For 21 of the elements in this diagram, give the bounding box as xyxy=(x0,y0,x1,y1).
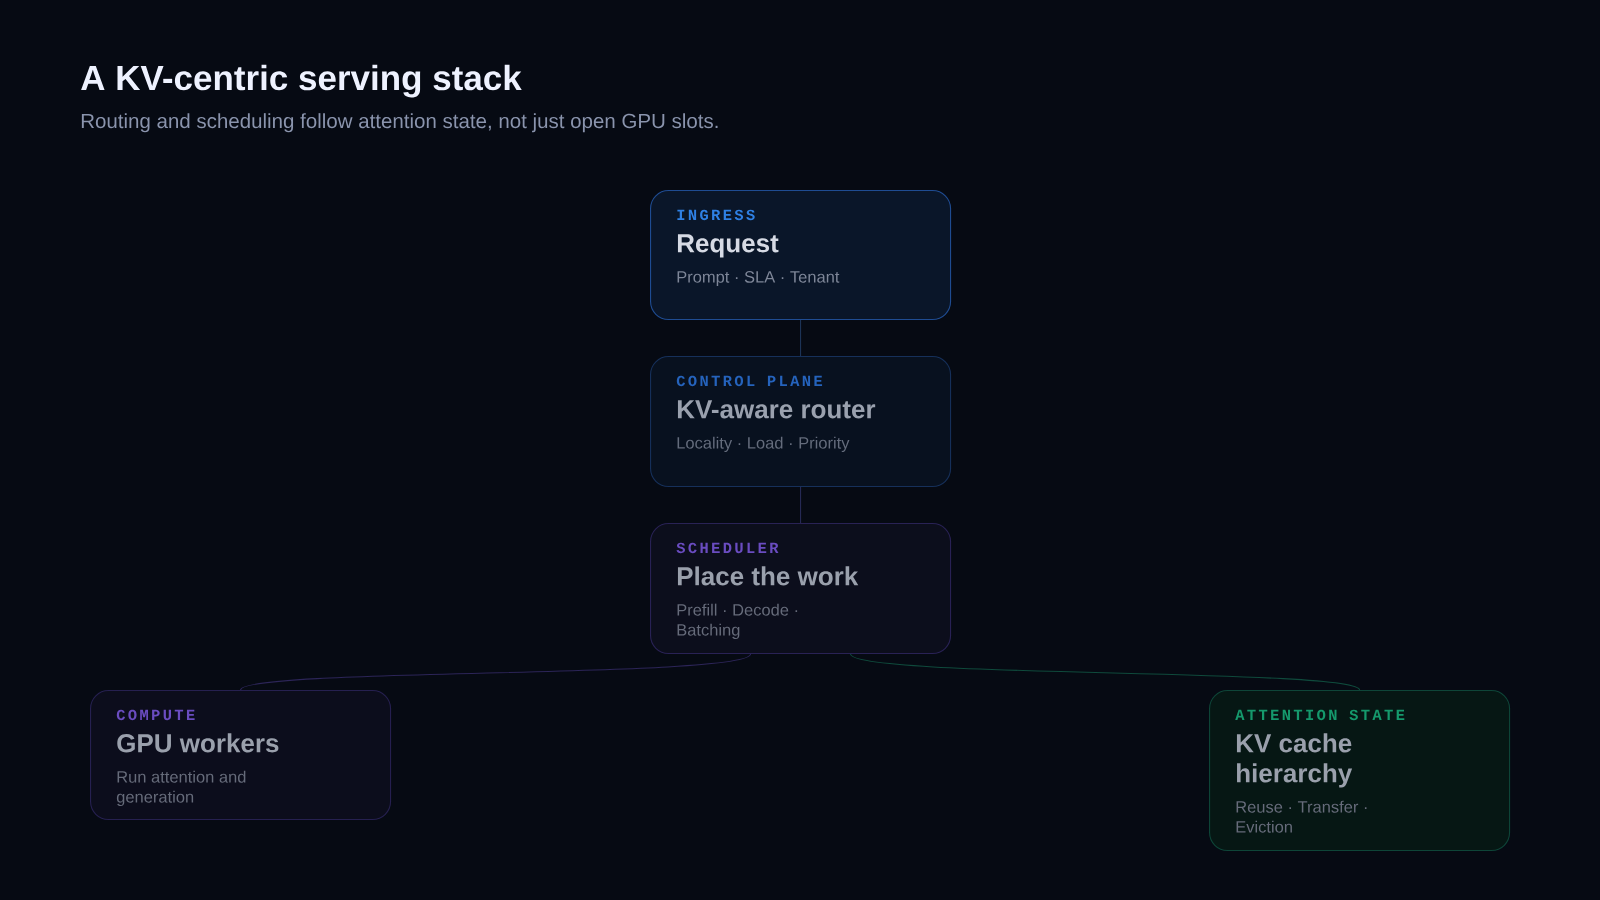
card-description: Reuse · Transfer · Eviction xyxy=(1236,800,1367,833)
category-label: COMPUTE xyxy=(116,709,195,721)
card-description: Run attention and generation xyxy=(116,770,246,807)
card-title: Place the work xyxy=(677,566,859,586)
card-title: GPU workers xyxy=(117,733,279,753)
connector-line xyxy=(240,653,752,691)
connector-line xyxy=(800,319,802,357)
connector-line xyxy=(800,486,802,524)
card-title: KV-aware router xyxy=(677,400,876,419)
category-label: SCHEDULER xyxy=(676,542,779,554)
card-description: Prompt · SLA · Tenant xyxy=(677,271,840,286)
category-label: ATTENTION STATE xyxy=(1235,709,1405,721)
connector-line xyxy=(850,653,1361,691)
title: A KV-centric serving stack xyxy=(81,64,522,98)
card-description: Prefill · Decode · Batching xyxy=(677,603,798,640)
subtitle: Routing and scheduling follow attention state, not just open GPU slots. xyxy=(81,113,718,133)
category-label: INGRESS xyxy=(677,209,755,221)
card-title: KV cache hierarchy xyxy=(1236,733,1353,788)
category-label: CONTROL PLANE xyxy=(676,375,823,387)
card-description: Locality · Load · Priority xyxy=(677,436,850,452)
card-title: Request xyxy=(677,234,779,258)
